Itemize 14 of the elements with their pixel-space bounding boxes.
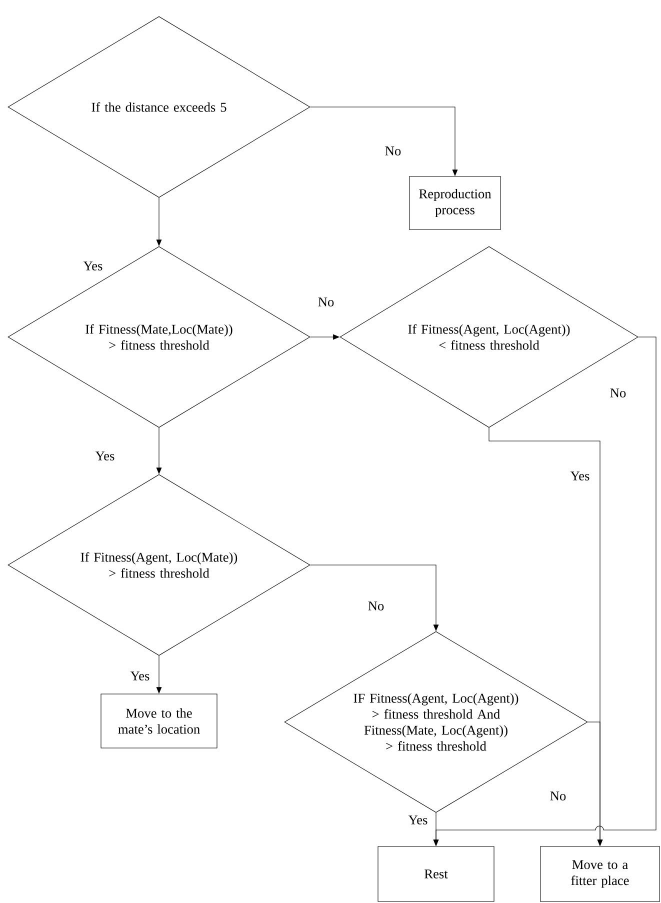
edge-label: No <box>548 790 568 802</box>
process-box: Rest <box>378 846 494 902</box>
edge-label: Yes <box>94 450 116 462</box>
edge-label: No <box>316 296 336 308</box>
edge-label: No <box>366 600 386 612</box>
process-box: Move to a fitter place <box>540 846 660 902</box>
edge-label: Yes <box>128 670 152 682</box>
edge-label: Yes <box>82 260 104 272</box>
edge-label: Yes <box>568 470 592 482</box>
edge-label: No <box>384 145 402 157</box>
process-box: Move to the mate’s location <box>100 694 218 748</box>
edge-label: Yes <box>406 814 430 826</box>
edge-label: No <box>608 387 628 399</box>
process-box: Reproduction process <box>409 176 501 230</box>
